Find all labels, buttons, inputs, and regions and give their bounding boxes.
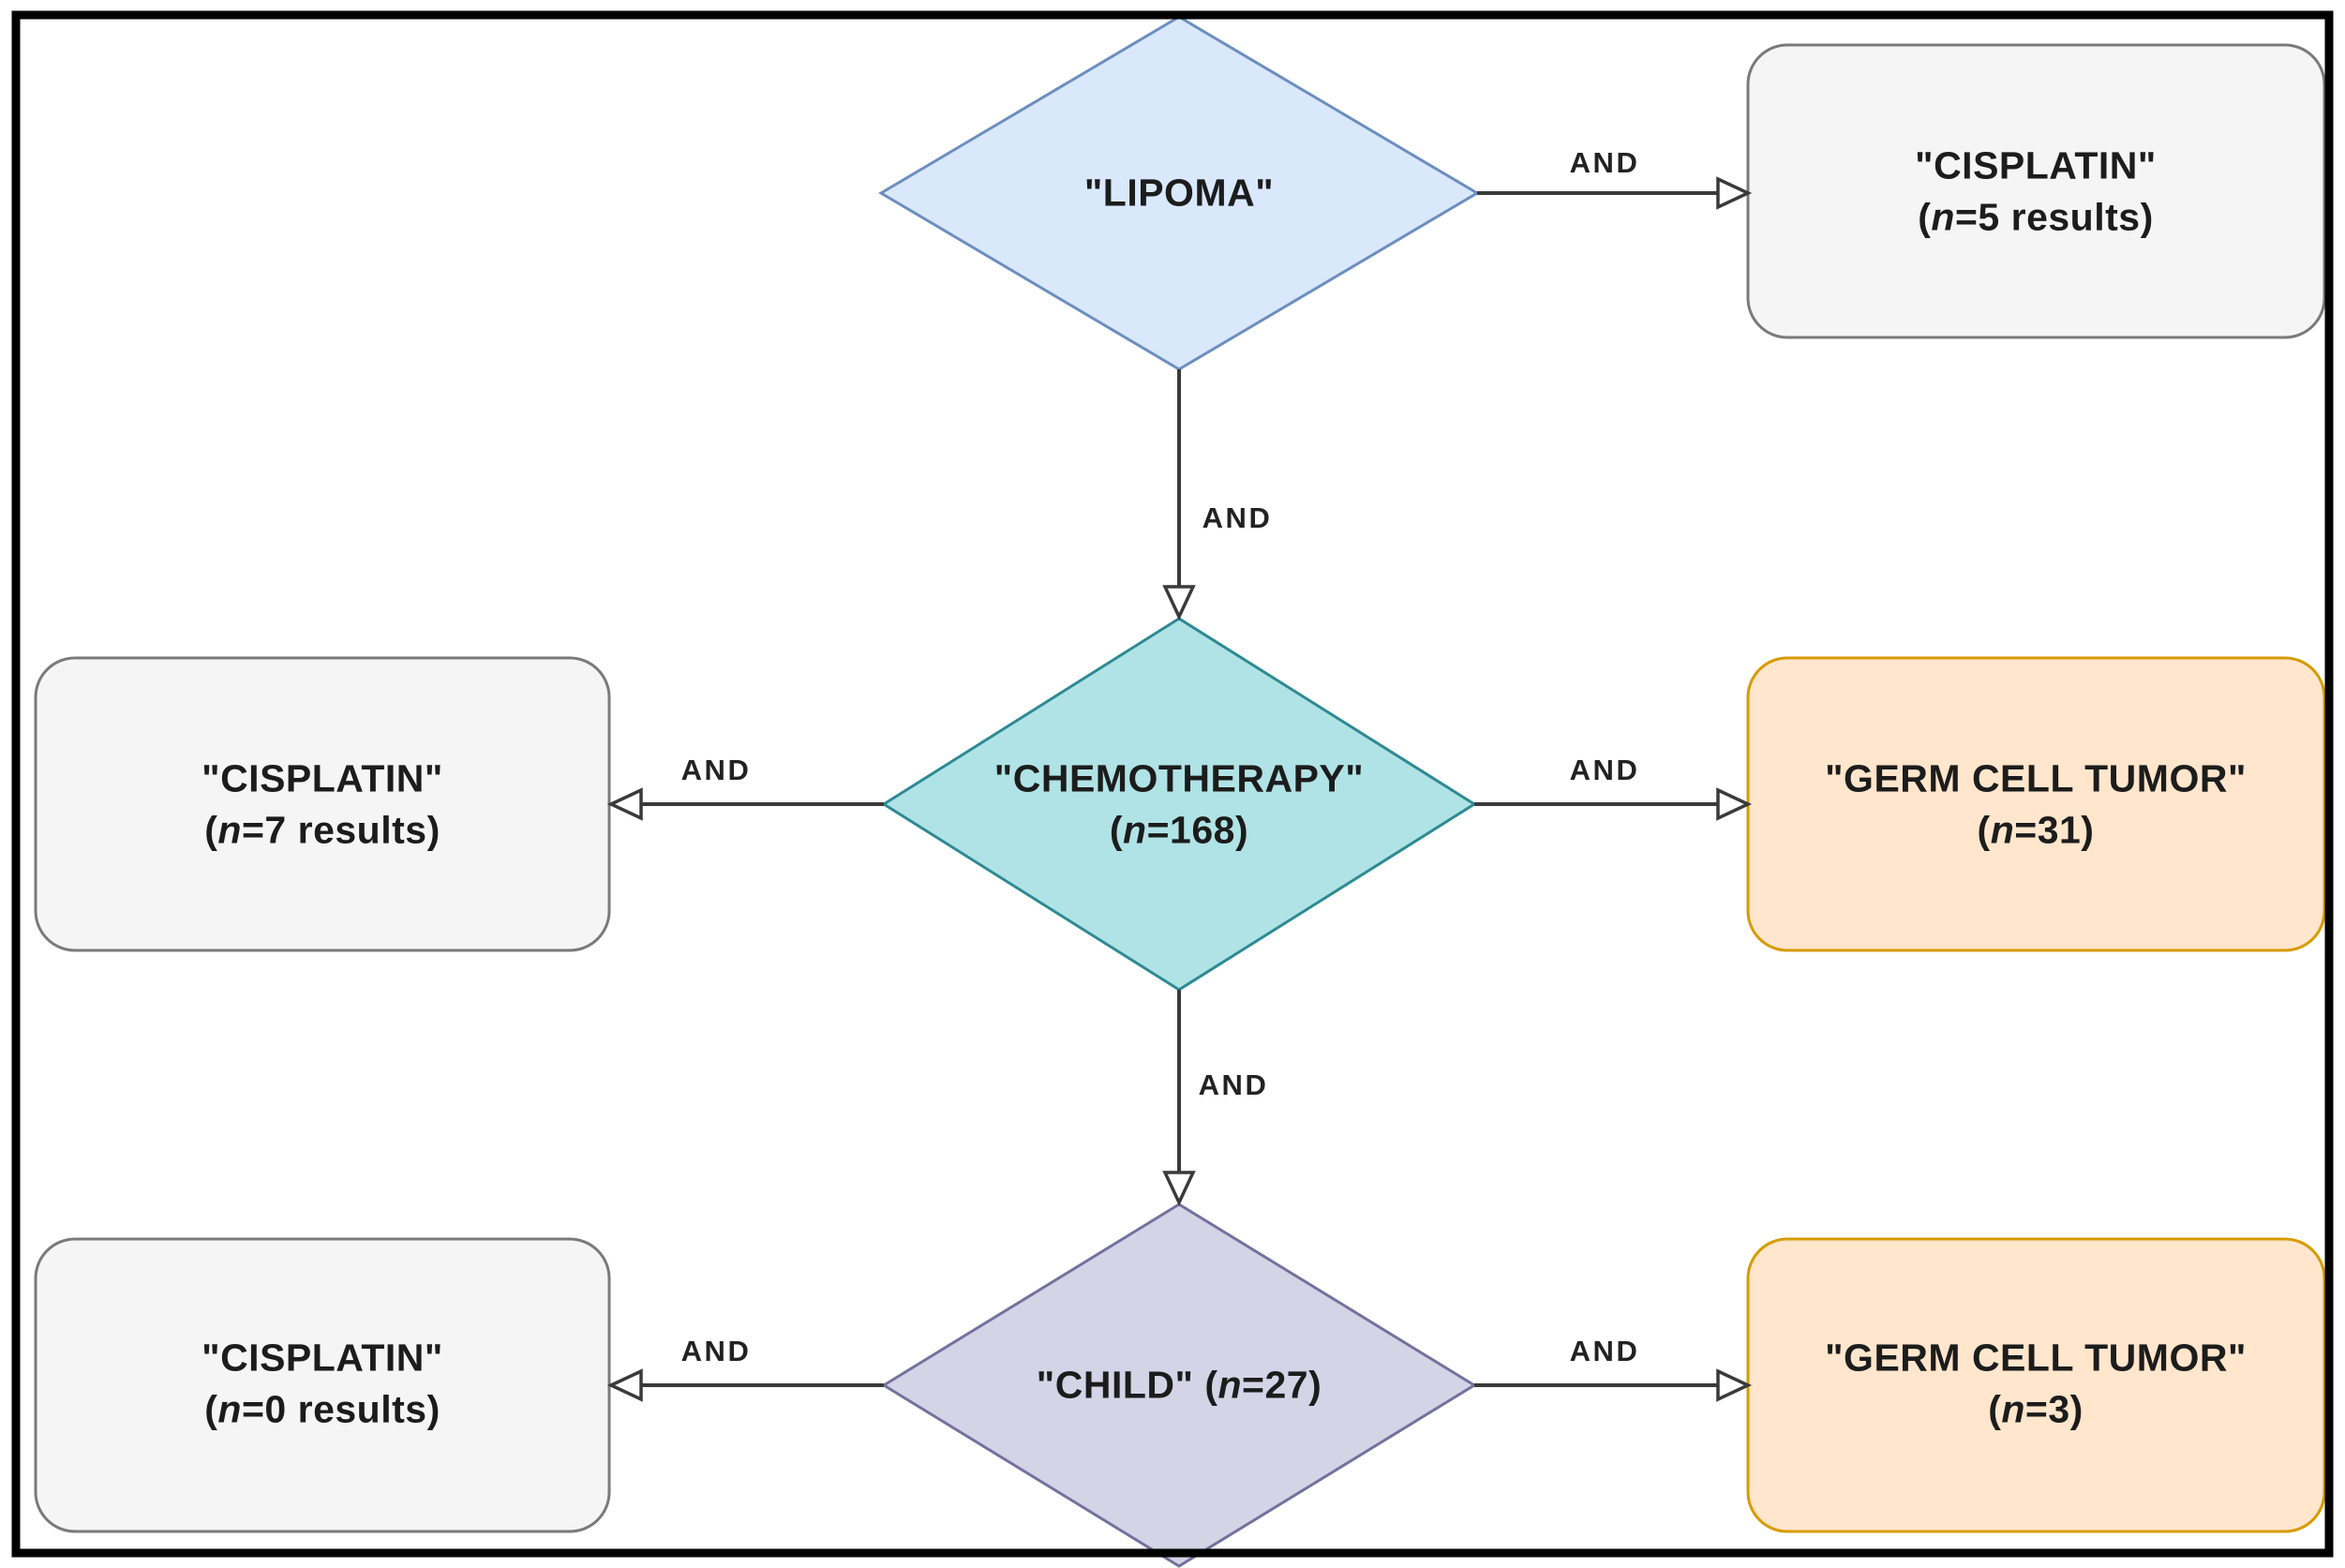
chemotherapy-label-line2: (n=168) — [1109, 808, 1249, 851]
germ-cell-tumor-bottom-label-line1: "GERM CELL TUMOR" — [1825, 1336, 2247, 1380]
edge-lipoma-chemotherapy-arrowhead-icon — [1162, 585, 1196, 621]
chemotherapy-label-line1: "CHEMOTHERAPY" — [993, 756, 1365, 800]
edge-chemotherapy-child-arrowhead-icon — [1162, 1171, 1196, 1207]
cisplatin-bottom-label: "CISPLATIN" (n=0 results) — [202, 1332, 443, 1434]
and-label-child-germ-cell-tumor-bottom: AND — [1569, 1335, 1640, 1367]
edge-child-cisplatin-bottom-arrowhead-icon — [606, 1368, 643, 1402]
germ-cell-tumor-bottom-label-line2: (n=3) — [1988, 1387, 2084, 1430]
edge-lipoma-cisplatin-top-arrowhead-icon — [1716, 176, 1753, 210]
chemotherapy-label: "CHEMOTHERAPY" (n=168) — [994, 753, 1364, 855]
lipoma-label-line1: "LIPOMA" — [1083, 171, 1275, 215]
and-label-child-cisplatin-bottom: AND — [680, 1335, 752, 1367]
edge-child-germ-cell-tumor-bottom-arrowhead-icon — [1716, 1368, 1753, 1402]
cisplatin-mid-label-line1: "CISPLATIN" — [202, 756, 443, 800]
and-label-chemotherapy-child: AND — [1198, 1068, 1269, 1101]
germ-cell-tumor-mid-label: "GERM CELL TUMOR" (n=31) — [1825, 753, 2247, 855]
cisplatin-mid-label: "CISPLATIN" (n=7 results) — [202, 753, 443, 855]
cisplatin-top-box — [1746, 43, 2326, 339]
edge-chemotherapy-germ-cell-tumor-mid-arrowhead-icon — [1716, 787, 1753, 821]
cisplatin-mid-label-line2: (n=7 results) — [204, 808, 441, 851]
child-label: "CHILD" (n=27) — [1037, 1360, 1322, 1411]
cisplatin-top-label: "CISPLATIN" (n=5 results) — [1915, 140, 2157, 242]
and-label-chemotherapy-germ-cell-tumor-mid: AND — [1569, 754, 1640, 786]
germ-cell-tumor-mid-label-line1: "GERM CELL TUMOR" — [1825, 756, 2247, 800]
germ-cell-tumor-mid-label-line2: (n=31) — [1977, 808, 2095, 851]
figure-border — [11, 10, 2334, 1558]
cisplatin-top-label-line2: (n=5 results) — [1918, 195, 2154, 238]
child-label-line1: "CHILD" (n=27) — [1036, 1363, 1322, 1407]
and-label-lipoma-cisplatin-top: AND — [1569, 146, 1640, 179]
lipoma-label: "LIPOMA" — [1084, 168, 1274, 219]
cisplatin-bottom-label-line2: (n=0 results) — [204, 1387, 441, 1430]
edge-chemotherapy-cisplatin-mid-arrowhead-icon — [606, 787, 643, 821]
and-label-lipoma-chemotherapy: AND — [1202, 501, 1273, 534]
germ-cell-tumor-bottom-label: "GERM CELL TUMOR" (n=3) — [1825, 1332, 2247, 1434]
cisplatin-bottom-label-line1: "CISPLATIN" — [202, 1336, 443, 1380]
and-label-chemotherapy-cisplatin-mid: AND — [680, 754, 752, 786]
cisplatin-top-label-line1: "CISPLATIN" — [1915, 143, 2157, 187]
